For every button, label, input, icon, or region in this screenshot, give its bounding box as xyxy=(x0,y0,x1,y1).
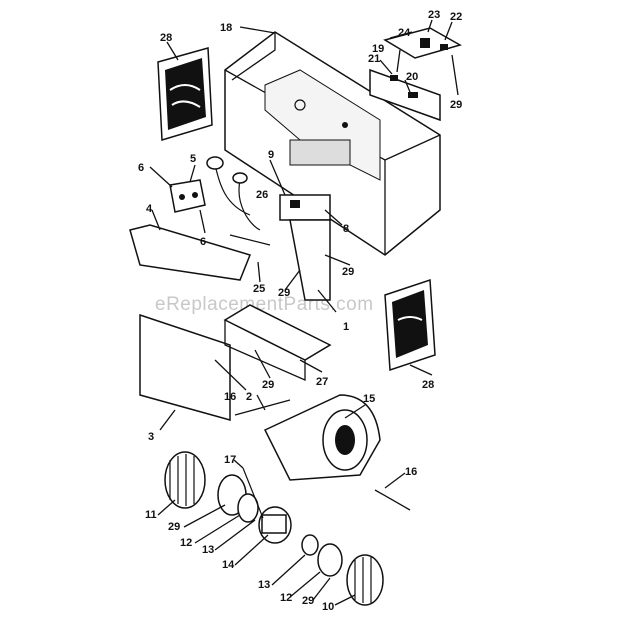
callout-29-left: 29 xyxy=(168,521,180,533)
callout-12-left: 12 xyxy=(180,537,192,549)
callout-21: 21 xyxy=(368,53,380,65)
rods-16 xyxy=(234,399,411,511)
leader-lines xyxy=(149,19,459,606)
panel-2-3 xyxy=(139,313,231,421)
callout-20: 20 xyxy=(406,71,418,83)
tray-27 xyxy=(223,304,332,381)
callout-27: 27 xyxy=(316,376,328,388)
callout-16-lower: 16 xyxy=(405,466,417,478)
switch-housing-1-8 xyxy=(279,194,331,301)
callout-9: 9 xyxy=(268,149,274,161)
side-cover-4 xyxy=(129,224,252,281)
callout-29-lower: 29 xyxy=(262,379,274,391)
callout-14: 14 xyxy=(222,559,235,571)
callout-29-right: 29 xyxy=(302,595,314,607)
blower-housing-15 xyxy=(263,394,381,481)
callout-29-top: 29 xyxy=(450,99,462,111)
callout-8: 8 xyxy=(343,223,349,235)
callout-15: 15 xyxy=(363,393,375,405)
callout-17: 17 xyxy=(224,454,236,466)
wiring-harness-26 xyxy=(206,156,271,246)
callout-28-lower: 28 xyxy=(422,379,434,391)
filter-28-upper xyxy=(157,47,213,141)
blower-wheel-11 xyxy=(164,451,206,509)
top-bracket-22-24 xyxy=(383,27,462,59)
callout-18: 18 xyxy=(220,22,232,34)
callout-23: 23 xyxy=(428,9,440,21)
callout-12-right: 12 xyxy=(280,592,292,604)
callout-10: 10 xyxy=(322,601,334,613)
callout-29-mid: 29 xyxy=(278,287,290,299)
callout-6-upper: 6 xyxy=(138,162,144,174)
callout-6-lower: 6 xyxy=(200,236,206,248)
callout-3: 3 xyxy=(148,431,154,443)
motor-14 xyxy=(258,506,292,544)
blower-wheel-10 xyxy=(346,554,384,606)
callout-29-mid-right: 29 xyxy=(342,266,354,278)
callout-13-right: 13 xyxy=(258,579,270,591)
spacer-13-right xyxy=(301,534,319,556)
callout-28-upper: 28 xyxy=(160,32,172,44)
callout-24: 24 xyxy=(398,27,411,39)
callout-26: 26 xyxy=(256,189,268,201)
callout-2: 2 xyxy=(246,391,252,403)
callout-4: 4 xyxy=(146,203,153,215)
callout-13-left: 13 xyxy=(202,544,214,556)
motor-plate-12-right xyxy=(317,543,343,577)
hood-housing-18 xyxy=(224,31,441,256)
callout-16-upper: 16 xyxy=(224,391,236,403)
filter-28-lower xyxy=(384,278,436,372)
callout-19: 19 xyxy=(372,43,384,55)
motor-plate-12-left xyxy=(237,493,259,523)
callout-1: 1 xyxy=(343,321,349,333)
callout-22: 22 xyxy=(450,11,462,23)
callout-25: 25 xyxy=(253,283,265,295)
callout-11: 11 xyxy=(145,509,157,521)
callout-5: 5 xyxy=(190,153,196,165)
bracket-5-6 xyxy=(169,179,206,213)
clip-17 xyxy=(242,467,264,519)
plate-19-21 xyxy=(369,68,441,122)
